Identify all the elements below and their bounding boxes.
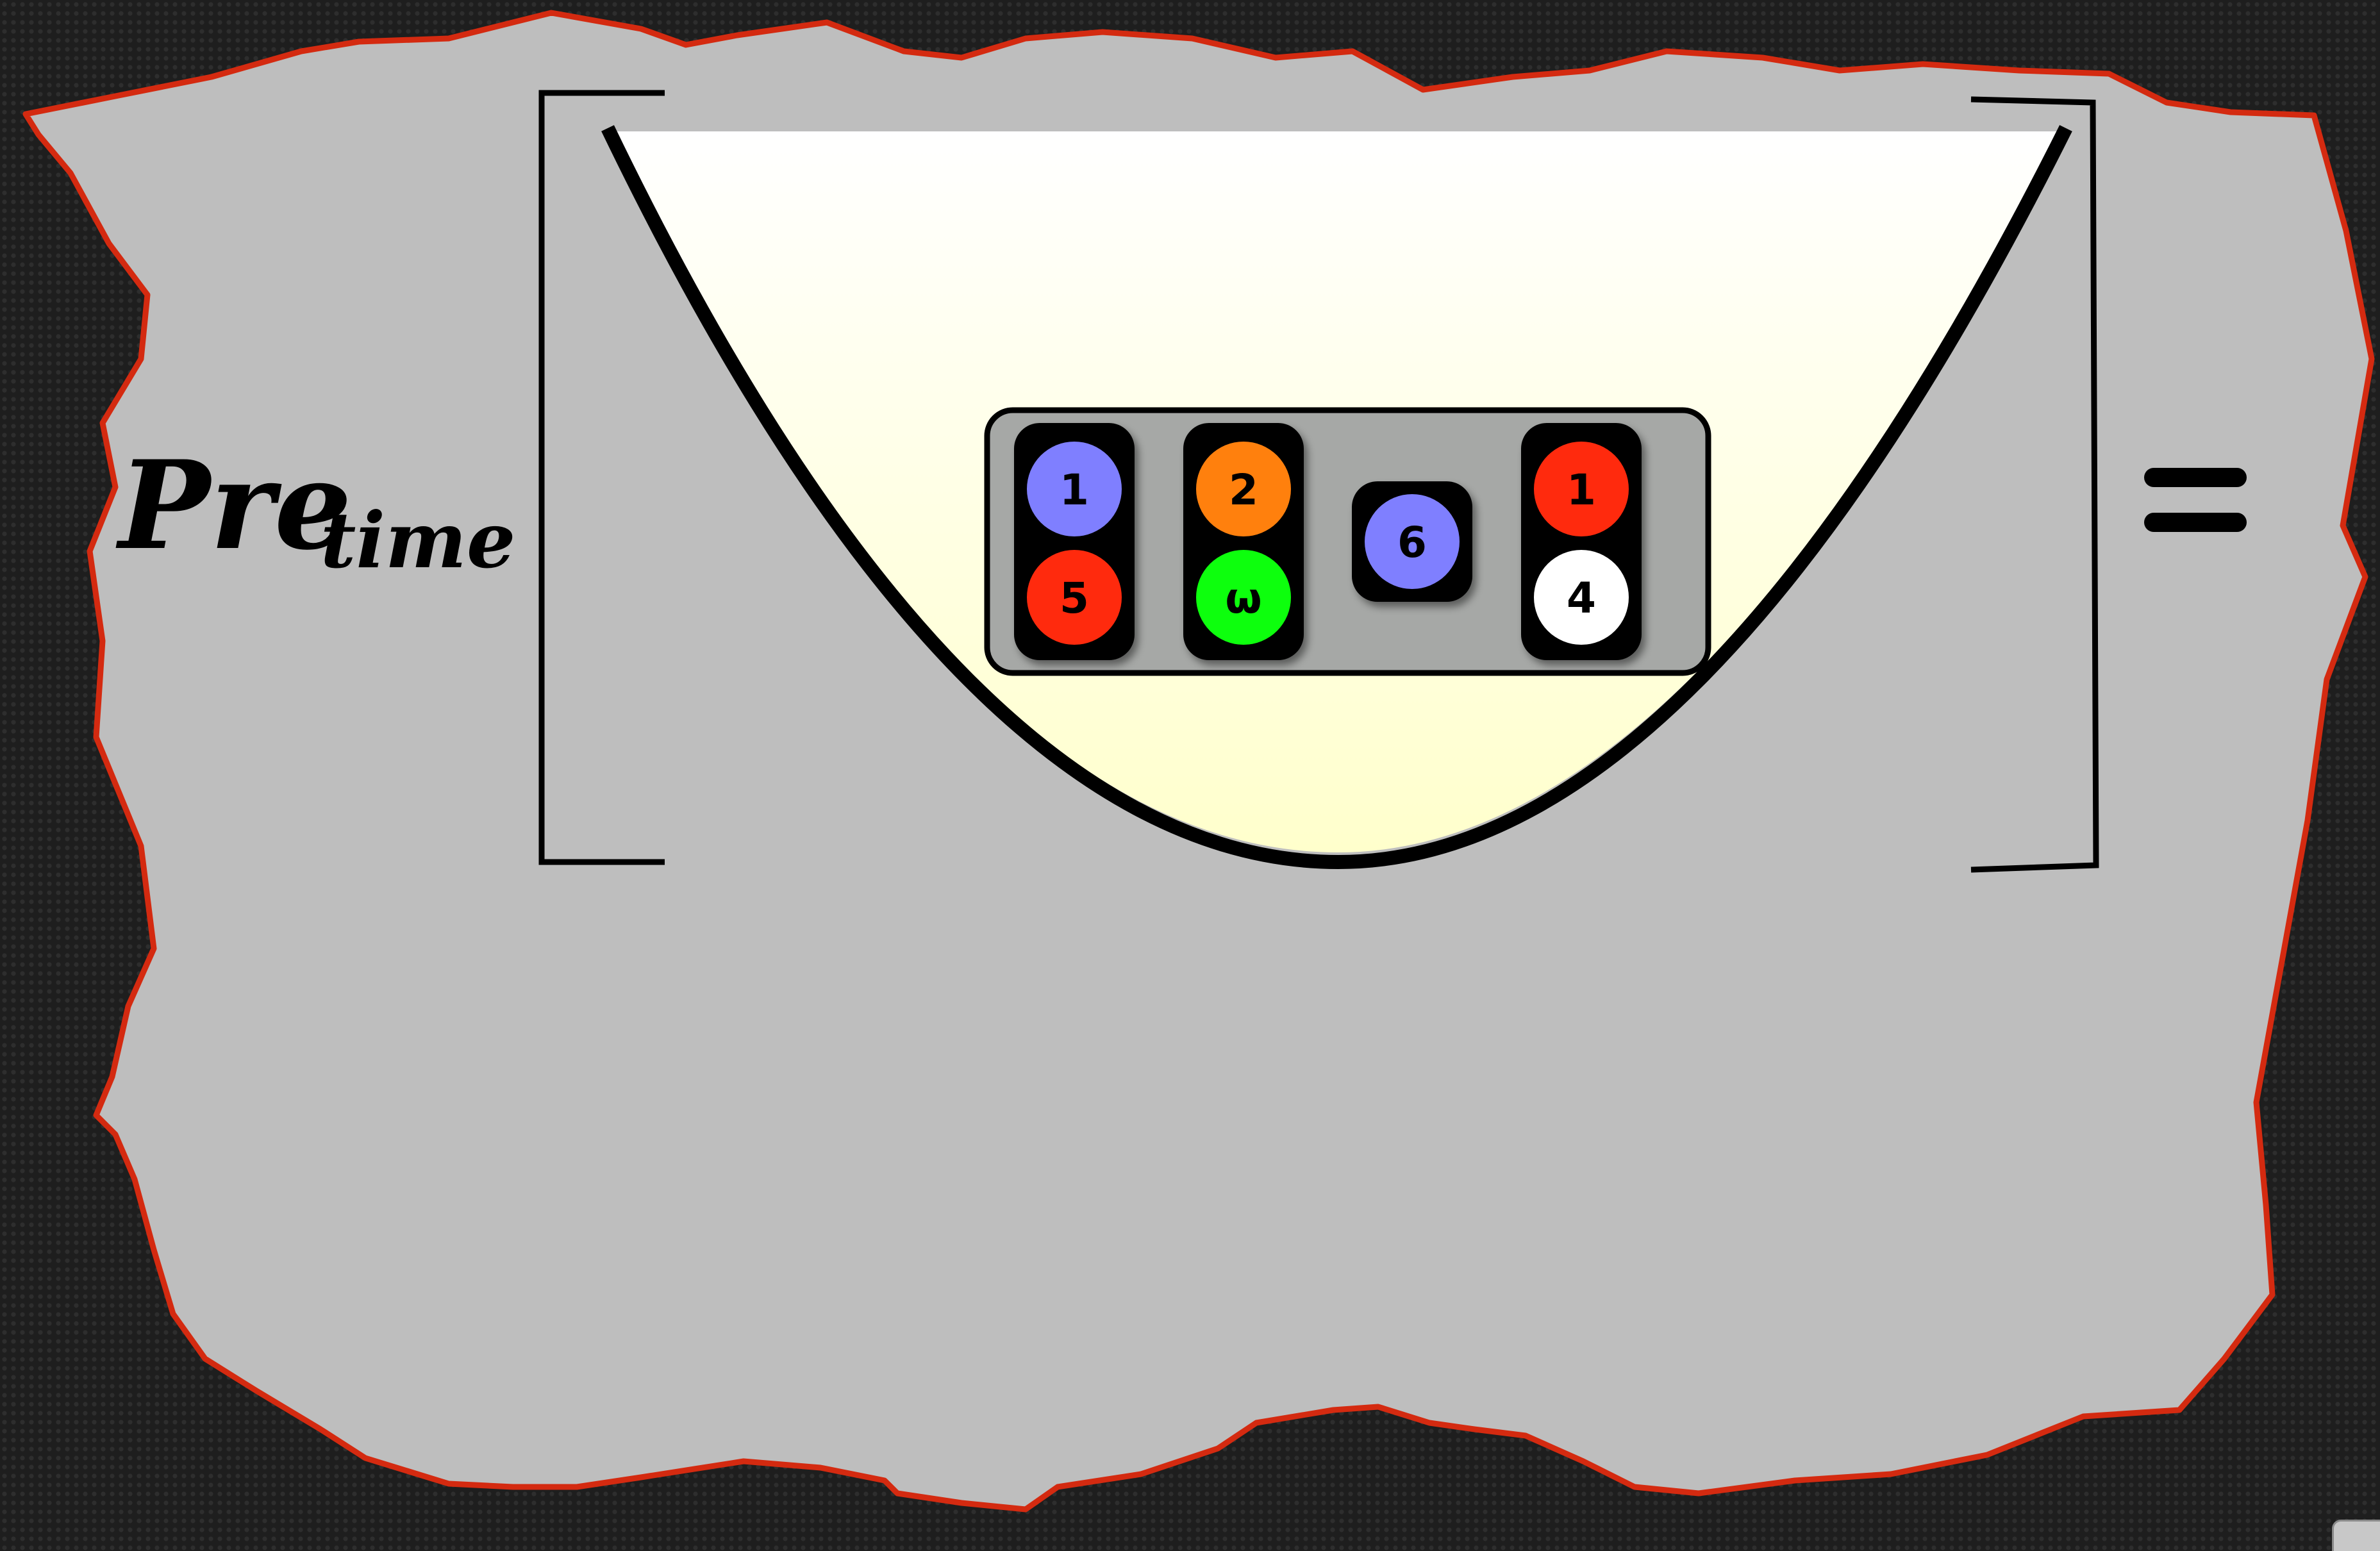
ball-label: 1 [1567, 465, 1596, 515]
right-bracket [1970, 96, 2099, 873]
ball-group: 6 [1352, 481, 1472, 602]
bowl-outline [601, 125, 2072, 870]
corner-tab[interactable] [2332, 1520, 2380, 1551]
ball [1534, 442, 1629, 536]
ball [1365, 494, 1460, 589]
ball-label: 5 [1060, 574, 1089, 623]
ball [1196, 442, 1291, 536]
left-bracket [538, 90, 665, 865]
ball-label: 2 [1229, 465, 1258, 515]
equals-sign [2144, 468, 2247, 532]
ball-label: 4 [1567, 574, 1596, 623]
ball-group: 14 [1521, 423, 1642, 660]
ball [1027, 550, 1122, 645]
ball-label: 6 [1397, 518, 1427, 567]
ball [1534, 550, 1629, 645]
formula-pre-label: Pre [115, 434, 352, 577]
ball-label: 1 [1060, 465, 1089, 515]
ball-label: ω [1225, 574, 1261, 623]
ball-group: 2ω [1183, 423, 1304, 660]
ball [1196, 550, 1291, 645]
ball [1027, 442, 1122, 536]
formula-time-subscript: time [320, 495, 515, 586]
ball-group: 15 [1014, 423, 1135, 660]
